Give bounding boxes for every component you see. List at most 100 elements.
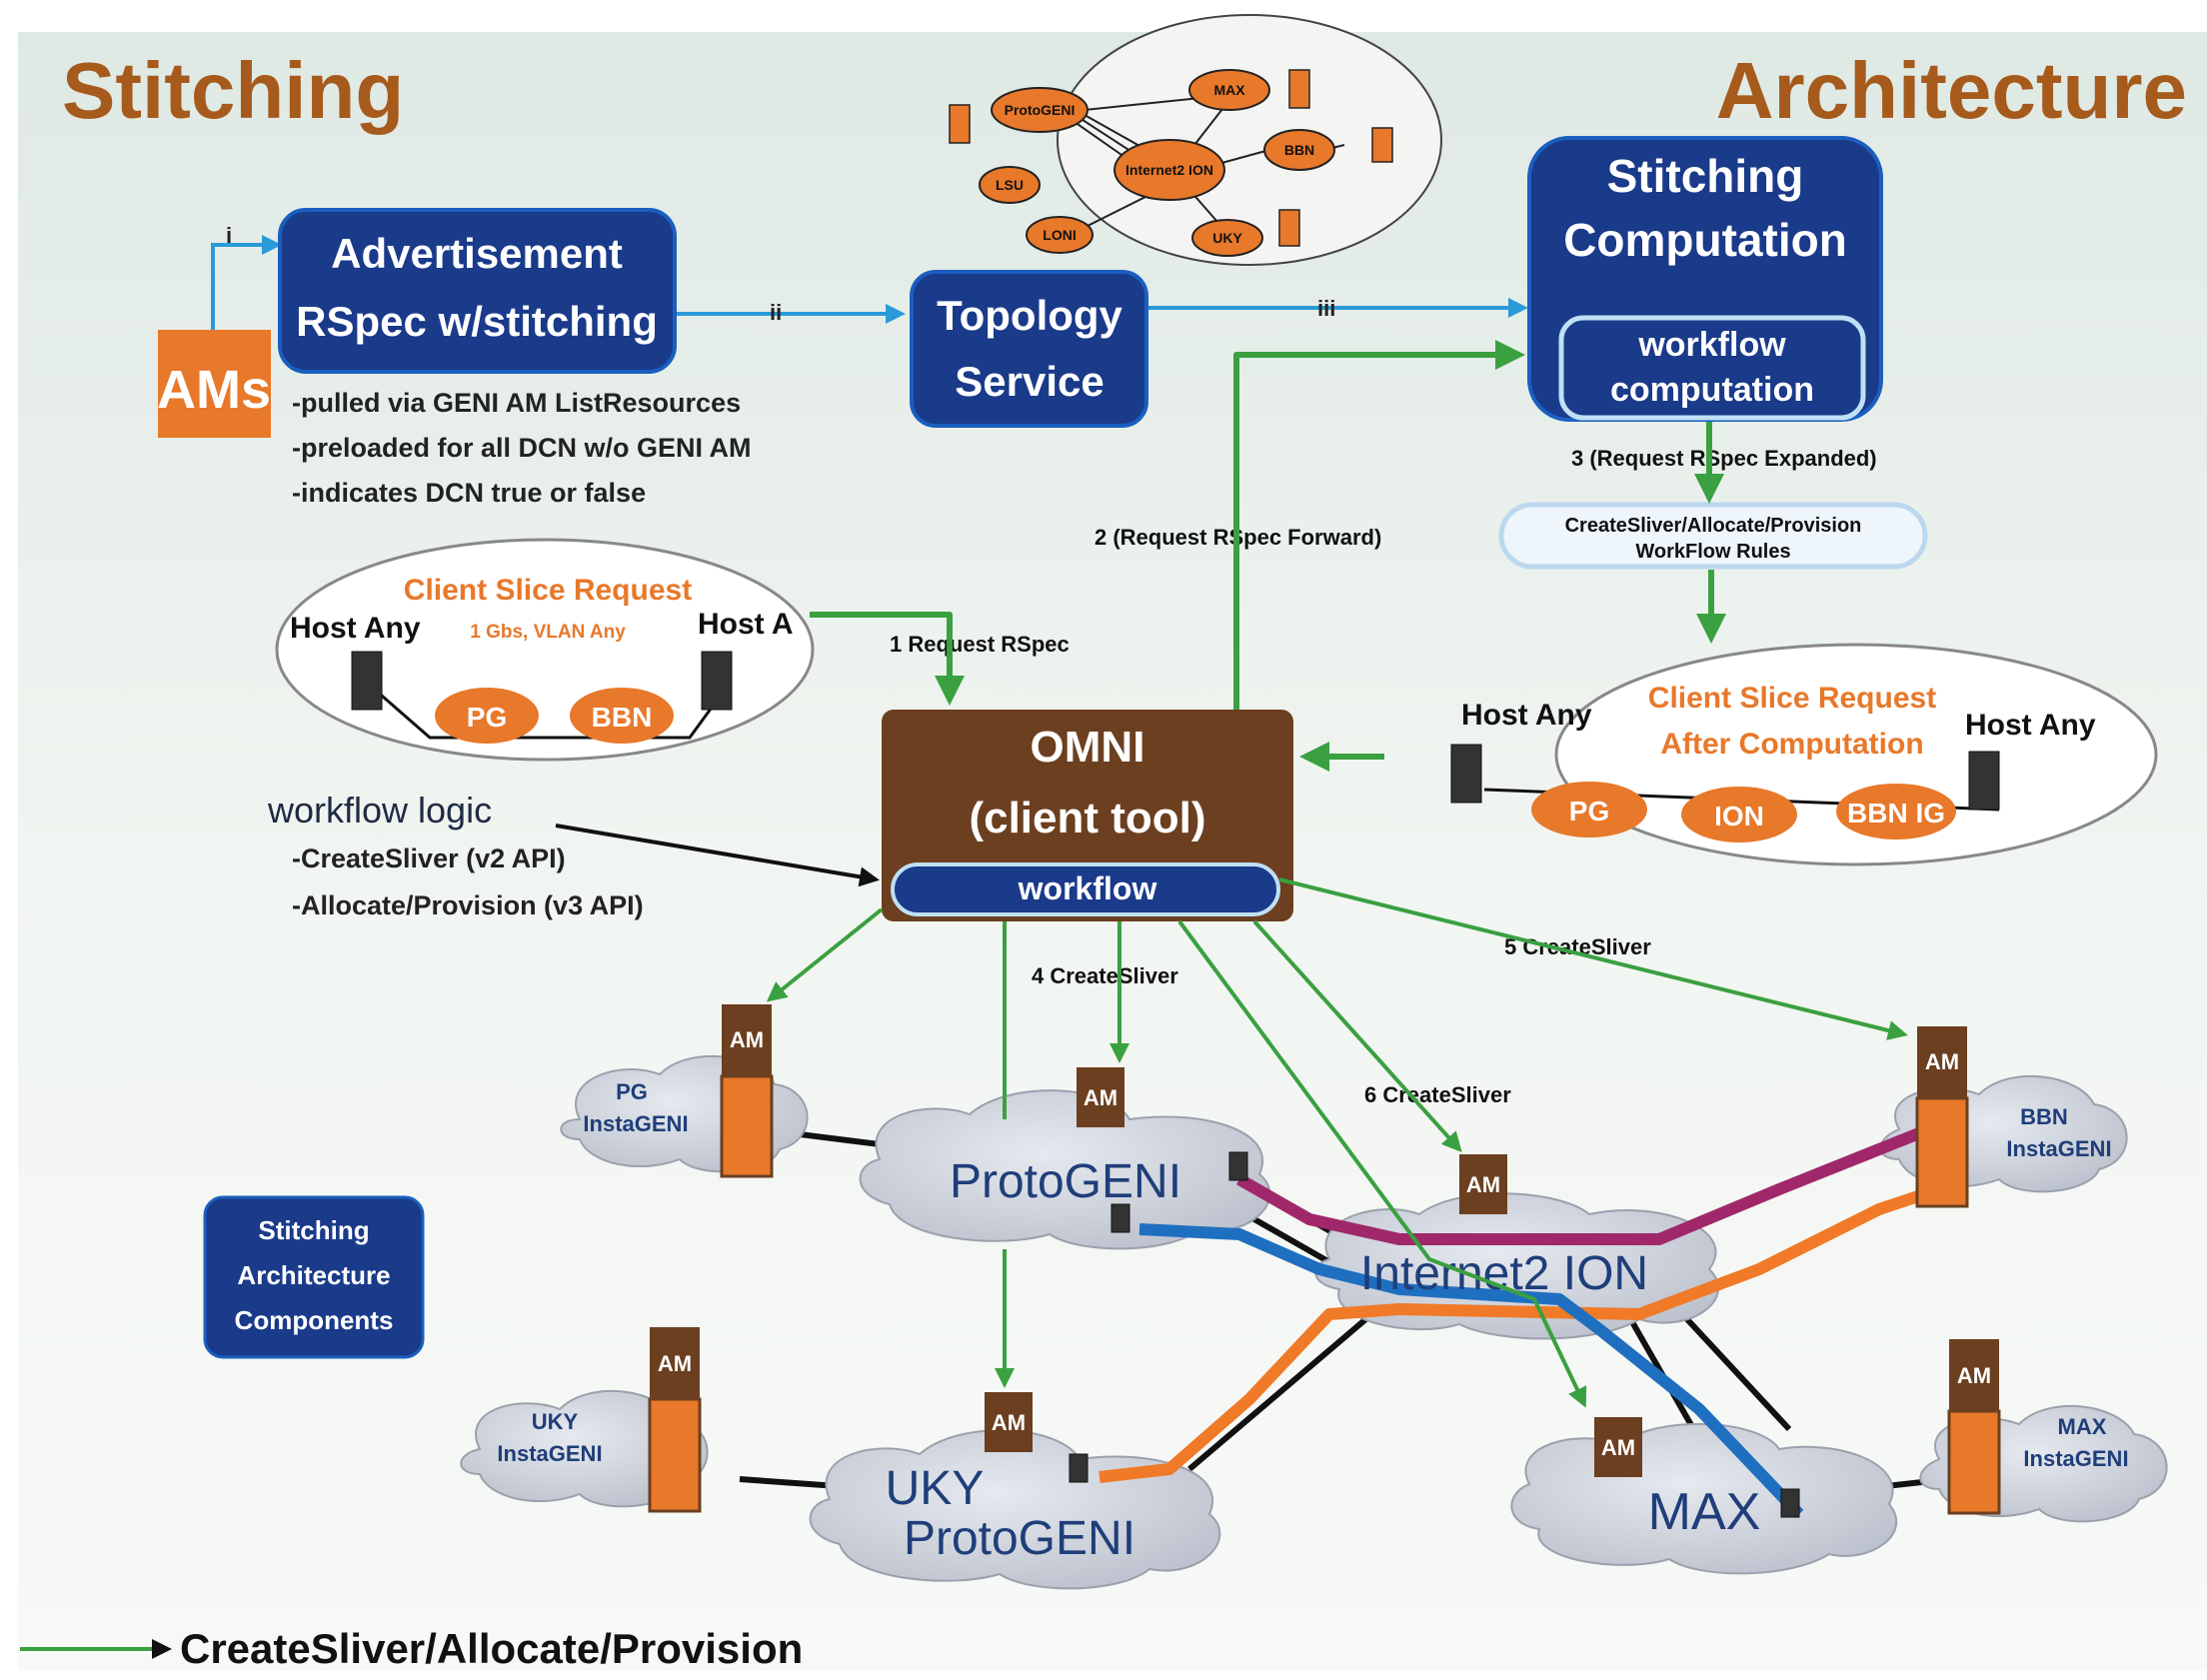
legend-label: CreateSliver/Allocate/Provision bbox=[180, 1625, 803, 1672]
am-box-uky-protogeni: AM bbox=[985, 1392, 1033, 1452]
omni-workflow-pill bbox=[891, 862, 1280, 916]
am-rack-max-ig: AM bbox=[1947, 1339, 2001, 1515]
components-line1: Stitching bbox=[258, 1215, 369, 1245]
topo-node-internet2: Internet2 ION bbox=[1125, 162, 1213, 178]
label-ii: ii bbox=[770, 300, 782, 325]
cloud-bbn-ig-line2: InstaGENI bbox=[2006, 1136, 2111, 1161]
arrow-step1 bbox=[810, 612, 965, 706]
cloud-bbn-ig-line1: BBN bbox=[2020, 1104, 2068, 1129]
client-slice-request: Client Slice Request 1 Gbs, VLAN Any Hos… bbox=[275, 538, 815, 762]
server-icon bbox=[701, 651, 733, 711]
topo-node-loni: LONI bbox=[1043, 227, 1076, 243]
server-icon bbox=[351, 651, 383, 711]
advertisement-line2: RSpec w/stitching bbox=[296, 298, 658, 345]
arrow-omni-internet2 bbox=[1252, 919, 1462, 1152]
client-after-host-left: Host Any bbox=[1461, 699, 1592, 732]
cloud-max-ig-line2: InstaGENI bbox=[2023, 1446, 2128, 1471]
cloud-uky-pg-line1: UKY bbox=[886, 1462, 985, 1515]
label-i: i bbox=[226, 223, 232, 248]
server-icon bbox=[1450, 744, 1482, 804]
svg-text:AM: AM bbox=[1466, 1172, 1500, 1197]
client-req-host-left: Host Any bbox=[290, 612, 421, 645]
svg-text:AM: AM bbox=[992, 1410, 1026, 1435]
workflow-rules-line2: WorkFlow Rules bbox=[1635, 541, 1790, 563]
svg-text:AM: AM bbox=[1084, 1085, 1117, 1110]
svg-text:AM: AM bbox=[730, 1027, 764, 1052]
am-box-max: AM bbox=[1594, 1417, 1642, 1477]
cloud-max-ig-line1: MAX bbox=[2058, 1414, 2107, 1439]
step-5-label: 5 CreateSliver bbox=[1504, 934, 1651, 959]
server-icon bbox=[1968, 751, 2000, 811]
topology-line1: Topology bbox=[937, 292, 1122, 339]
step-1-label: 1 Request RSpec bbox=[890, 632, 1070, 657]
svg-text:AM: AM bbox=[658, 1351, 692, 1376]
stitching-comp-line1: Stitching bbox=[1607, 150, 1804, 202]
am-rack-bbn-ig: AM bbox=[1915, 1026, 1969, 1208]
arrow-i bbox=[211, 235, 282, 330]
am-box-protogeni: AM bbox=[1077, 1067, 1124, 1127]
components-line2: Architecture bbox=[237, 1260, 390, 1290]
client-after-node-bbn-ig: BBN IG bbox=[1847, 798, 1945, 829]
topology-line2: Service bbox=[955, 358, 1104, 405]
cloud-uky-ig-line2: InstaGENI bbox=[497, 1441, 602, 1466]
cloud-internet2-ion bbox=[1314, 1192, 1719, 1340]
workflow-rules-pill bbox=[1498, 502, 1928, 570]
router-icon bbox=[1780, 1488, 1800, 1518]
workflow-comp-line1: workflow bbox=[1637, 326, 1786, 364]
topo-node-max: MAX bbox=[1213, 82, 1245, 98]
step-4-label: 4 CreateSliver bbox=[1032, 963, 1178, 988]
topo-node-protogeni: ProtoGENI bbox=[1005, 102, 1076, 118]
ams-box bbox=[158, 330, 271, 438]
advertisement-line1: Advertisement bbox=[331, 230, 623, 277]
client-req-node-pg: PG bbox=[467, 702, 507, 733]
ams-label: AMs bbox=[157, 360, 271, 420]
path-orange bbox=[1099, 1183, 1941, 1483]
step-3-label: 3 (Request RSpec Expanded) bbox=[1571, 446, 1877, 471]
workflow-logic-title: workflow logic bbox=[267, 790, 492, 831]
advert-note-1: -pulled via GENI AM ListResources bbox=[292, 388, 741, 418]
advert-note-2: -preloaded for all DCN w/o GENI AM bbox=[292, 433, 752, 463]
omni-line1: OMNI bbox=[1031, 723, 1145, 772]
client-req-node-bbn: BBN bbox=[592, 702, 653, 733]
svg-text:AM: AM bbox=[1601, 1435, 1635, 1460]
workflow-logic-item-1: -CreateSliver (v2 API) bbox=[292, 843, 566, 873]
topology-map: ProtoGENI MAX Internet2 ION BBN LSU LONI… bbox=[949, 14, 1442, 266]
arrow-omni-pg-ig bbox=[766, 907, 884, 1002]
client-req-title: Client Slice Request bbox=[404, 574, 692, 607]
am-rack-uky-ig: AM bbox=[648, 1327, 702, 1513]
advert-note-3: -indicates DCN true or false bbox=[292, 478, 646, 508]
router-icon bbox=[1110, 1203, 1130, 1233]
router-icon bbox=[1069, 1453, 1089, 1483]
am-rack-pg-ig: AM bbox=[720, 1004, 774, 1178]
workflow-computation-box bbox=[1558, 315, 1866, 421]
cloud-protogeni-label: ProtoGENI bbox=[950, 1155, 1181, 1208]
path-magenta bbox=[1236, 1123, 1932, 1245]
am-box-internet2: AM bbox=[1459, 1154, 1507, 1214]
cloud-internet2-label: Internet2 ION bbox=[1360, 1247, 1648, 1300]
title-left: Stitching bbox=[62, 46, 404, 135]
workflow-rules-line1: CreateSliver/Allocate/Provision bbox=[1565, 515, 1862, 537]
step-6-label: 6 CreateSliver bbox=[1364, 1082, 1511, 1107]
client-slice-after-computation: Client Slice Request After Computation H… bbox=[1450, 643, 2158, 866]
workflow-logic-item-2: -Allocate/Provision (v3 API) bbox=[292, 890, 644, 920]
arrow-step2 bbox=[1233, 340, 1525, 710]
topo-node-lsu: LSU bbox=[996, 177, 1024, 193]
cloud-pg-ig-line1: PG bbox=[616, 1079, 648, 1104]
topology-service-box bbox=[910, 270, 1148, 428]
arrow-omni-max bbox=[1177, 919, 1587, 1408]
advertisement-box bbox=[278, 208, 677, 374]
arrow-omni-bbn-ig bbox=[1278, 877, 1908, 1040]
client-req-host-right: Host A bbox=[698, 608, 794, 641]
cloud-max-label: MAX bbox=[1648, 1483, 1761, 1541]
path-blue bbox=[1138, 1223, 1804, 1519]
workflow-logic-arrow bbox=[555, 824, 880, 887]
svg-text:AM: AM bbox=[1957, 1363, 1991, 1388]
components-line3: Components bbox=[235, 1305, 394, 1335]
omni-line2: (client tool) bbox=[969, 794, 1205, 842]
cloud-pg-ig-line2: InstaGENI bbox=[583, 1111, 688, 1136]
client-after-node-pg: PG bbox=[1569, 796, 1609, 827]
topo-node-bbn: BBN bbox=[1284, 142, 1314, 158]
topo-node-uky: UKY bbox=[1212, 230, 1242, 246]
components-box bbox=[203, 1195, 425, 1359]
